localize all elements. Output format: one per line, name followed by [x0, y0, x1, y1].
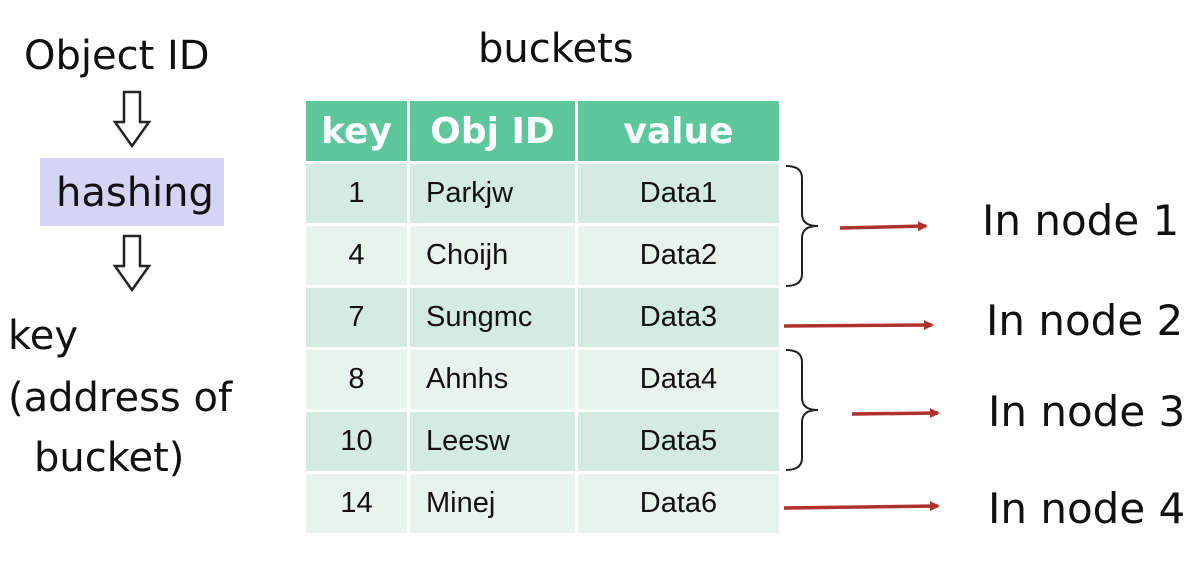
hashing-label: hashing	[56, 170, 214, 216]
cell-key: 1	[303, 161, 410, 226]
buckets-table: key Obj ID value 1 Parkjw Data1 4 Choijh…	[303, 98, 782, 536]
cell-value: Data6	[575, 471, 782, 536]
header-obj-id: Obj ID	[407, 98, 578, 164]
table-header-row: key Obj ID value	[303, 98, 782, 164]
down-arrow-icon	[112, 234, 152, 293]
cell-value: Data1	[575, 161, 782, 226]
table-row: 1 Parkjw Data1	[303, 161, 782, 226]
cell-value: Data2	[575, 223, 782, 288]
brace-node1	[785, 165, 819, 287]
table-row: 10 Leesw Data5	[303, 409, 782, 474]
table-row: 4 Choijh Data2	[303, 223, 782, 288]
cell-obj-id: Sungmc	[407, 285, 578, 350]
arrow-node2	[783, 320, 934, 331]
cell-value: Data3	[575, 285, 782, 350]
object-id-label: Object ID	[24, 33, 210, 79]
header-key: key	[303, 98, 410, 164]
arrow-node4	[783, 501, 940, 512]
table-row: 7 Sungmc Data3	[303, 285, 782, 350]
table-row: 8 Ahnhs Data4	[303, 347, 782, 412]
table-row: 14 Minej Data6	[303, 471, 782, 536]
cell-obj-id: Minej	[407, 471, 578, 536]
node-label-4: In node 4	[988, 484, 1186, 533]
node-label-3: In node 3	[988, 387, 1186, 436]
buckets-title: buckets	[478, 26, 634, 72]
cell-obj-id: Leesw	[407, 409, 578, 474]
cell-key: 8	[303, 347, 410, 412]
key-description-line2: bucket)	[34, 435, 185, 481]
cell-key: 7	[303, 285, 410, 350]
cell-obj-id: Ahnhs	[407, 347, 578, 412]
cell-obj-id: Choijh	[407, 223, 578, 288]
arrow-node1	[839, 221, 928, 232]
cell-key: 14	[303, 471, 410, 536]
node-label-1: In node 1	[982, 196, 1180, 245]
cell-key: 4	[303, 223, 410, 288]
cell-key: 10	[303, 409, 410, 474]
arrow-node3	[851, 408, 940, 419]
cell-obj-id: Parkjw	[407, 161, 578, 226]
down-arrow-icon	[112, 90, 152, 149]
hashing-box	[40, 158, 224, 226]
cell-value: Data4	[575, 347, 782, 412]
cell-value: Data5	[575, 409, 782, 474]
header-value: value	[575, 98, 782, 164]
node-label-2: In node 2	[986, 296, 1184, 345]
brace-node3	[785, 349, 819, 471]
key-description-line1: (address of	[8, 375, 233, 421]
key-label: key	[8, 313, 79, 359]
